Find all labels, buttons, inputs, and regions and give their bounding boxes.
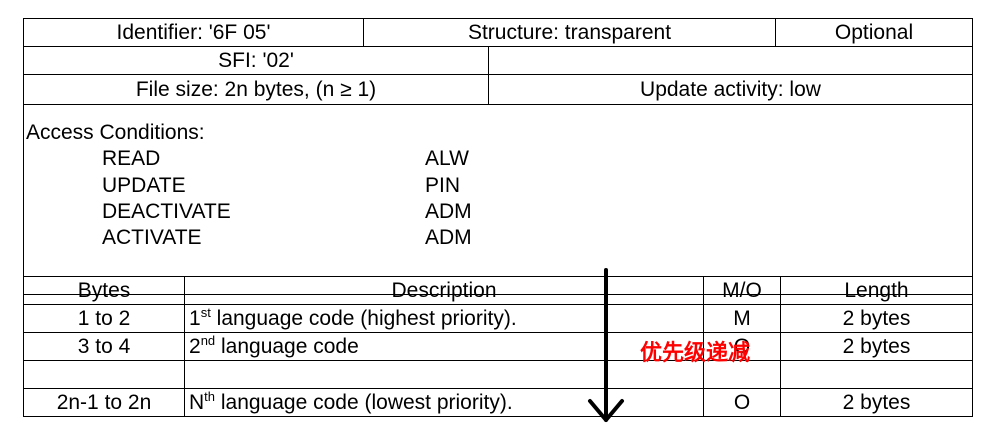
row-description: Nth language code (lowest priority). bbox=[189, 389, 513, 414]
update-activity-text: Update activity: low bbox=[640, 78, 821, 101]
file-size-cell: File size: 2n bytes, (n ≥ 1) bbox=[23, 74, 489, 105]
desc-ordinal-suffix: nd bbox=[200, 333, 216, 348]
desc-ordinal: N bbox=[189, 391, 205, 414]
optional-text: Optional bbox=[834, 21, 914, 44]
row-length-cell: 2 bytes bbox=[780, 304, 973, 333]
row-length-cell bbox=[780, 360, 973, 389]
sfi-cell: SFI: '02' bbox=[23, 46, 489, 75]
row-description: 2nd language code bbox=[189, 333, 359, 358]
row-bytes: 2n-1 to 2n bbox=[56, 391, 152, 414]
desc-text: language code (highest priority). bbox=[210, 307, 517, 330]
row-description-cell: Nth language code (lowest priority). bbox=[184, 388, 704, 417]
row-description-cell: 2nd language code bbox=[184, 332, 704, 361]
desc-ordinal: 1 bbox=[189, 307, 201, 330]
desc-ordinal: 2 bbox=[189, 335, 201, 358]
table-row: 2n-1 to 2n bbox=[23, 388, 185, 417]
row-mo: M bbox=[733, 307, 751, 330]
access-value-deactivate: ADM bbox=[425, 200, 472, 223]
desc-ordinal-suffix: th bbox=[204, 389, 216, 404]
row-description-cell: 1st language code (highest priority). bbox=[184, 304, 704, 333]
row-mo: O bbox=[733, 391, 751, 414]
row-length-cell: 2 bytes bbox=[780, 388, 973, 417]
access-op-activate: ACTIVATE bbox=[102, 226, 202, 249]
identifier-text: Identifier: '6F 05' bbox=[116, 21, 271, 44]
table-row: 3 to 4 bbox=[23, 332, 185, 361]
sfi-text: SFI: '02' bbox=[218, 49, 294, 72]
priority-decreasing-annotation: 优先级递减 bbox=[640, 341, 751, 366]
column-header-length: Length bbox=[780, 276, 973, 305]
access-conditions-block bbox=[23, 104, 973, 295]
column-header-mo: M/O bbox=[703, 276, 781, 305]
header-mo-text: M/O bbox=[722, 279, 762, 302]
header-bytes-text: Bytes bbox=[77, 279, 131, 302]
empty-header-cell bbox=[488, 46, 973, 75]
table-row bbox=[23, 360, 185, 389]
access-value-activate: ADM bbox=[425, 226, 472, 249]
column-header-description: Description bbox=[184, 276, 704, 305]
desc-text: language code bbox=[215, 335, 359, 358]
access-conditions-title: Access Conditions: bbox=[26, 121, 205, 144]
row-mo-cell: O bbox=[703, 388, 781, 417]
row-mo: O bbox=[733, 335, 751, 358]
row-length-cell: 2 bytes bbox=[780, 332, 973, 361]
row-description-cell bbox=[184, 360, 704, 389]
access-op-read: READ bbox=[102, 147, 161, 170]
access-op-deactivate: DEACTIVATE bbox=[102, 200, 231, 223]
header-description-text: Description bbox=[391, 279, 497, 302]
row-length: 2 bytes bbox=[842, 391, 911, 414]
desc-text: language code (lowest priority). bbox=[215, 391, 513, 414]
file-spec-table: Identifier: '6F 05' Structure: transpare… bbox=[23, 18, 973, 417]
row-bytes: 3 to 4 bbox=[77, 335, 131, 358]
row-mo-cell: M bbox=[703, 304, 781, 333]
row-bytes: 1 to 2 bbox=[77, 307, 131, 330]
row-description: 1st language code (highest priority). bbox=[189, 305, 517, 330]
row-length: 2 bytes bbox=[842, 335, 911, 358]
access-value-read: ALW bbox=[425, 147, 469, 170]
optional-cell: Optional bbox=[775, 18, 973, 47]
row-length: 2 bytes bbox=[842, 307, 911, 330]
structure-cell: Structure: transparent bbox=[363, 18, 776, 47]
update-activity-cell: Update activity: low bbox=[488, 74, 973, 105]
structure-text: Structure: transparent bbox=[467, 21, 672, 44]
header-length-text: Length bbox=[844, 279, 909, 302]
table-row: 1 to 2 bbox=[23, 304, 185, 333]
file-size-text: File size: 2n bytes, (n ≥ 1) bbox=[135, 78, 377, 101]
access-value-update: PIN bbox=[425, 174, 461, 197]
access-op-update: UPDATE bbox=[102, 174, 186, 197]
identifier-cell: Identifier: '6F 05' bbox=[23, 18, 364, 47]
column-header-bytes: Bytes bbox=[23, 276, 185, 305]
desc-ordinal-suffix: st bbox=[200, 305, 211, 320]
